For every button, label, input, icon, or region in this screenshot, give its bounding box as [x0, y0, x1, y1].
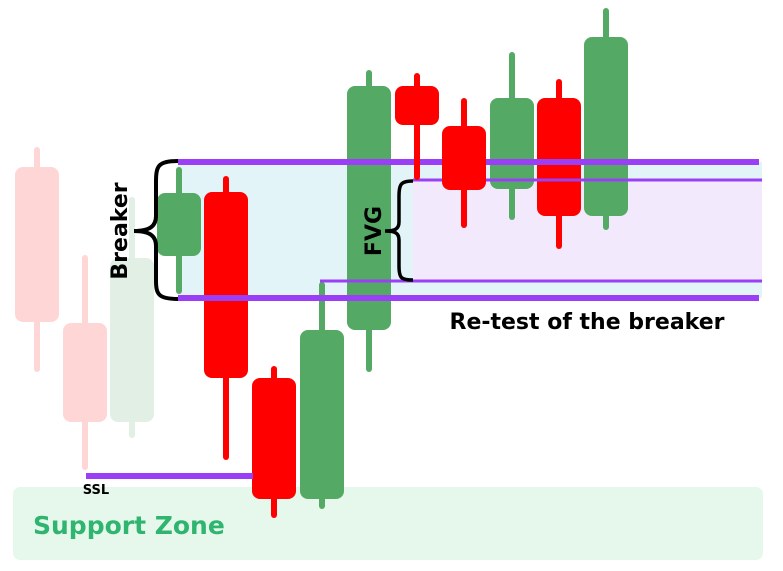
candles-overlay-layer — [395, 73, 486, 228]
candle — [442, 98, 486, 228]
candle-body — [537, 98, 581, 216]
candle-body — [63, 323, 107, 422]
candle-body — [490, 98, 534, 189]
retest-label: Re-test of the breaker — [450, 310, 725, 335]
candle-body — [204, 192, 248, 378]
fvg-brace-icon — [384, 179, 414, 282]
candle-body — [15, 167, 59, 322]
candle-body — [395, 86, 439, 125]
breaker-label: Breaker — [108, 182, 133, 279]
candle-body — [584, 37, 628, 216]
candle — [63, 255, 107, 470]
ssl-label: SSL — [83, 483, 109, 498]
breaker-brace-icon — [133, 159, 179, 301]
support-zone — [13, 487, 763, 560]
candle — [204, 176, 248, 460]
fvg-bottom-line — [320, 279, 762, 283]
candle — [157, 167, 201, 294]
candle — [110, 197, 154, 438]
candle — [395, 73, 439, 180]
fvg-top-line — [413, 178, 762, 182]
candle — [584, 8, 628, 230]
breaker-bottom-line — [178, 295, 759, 301]
candle-body — [300, 330, 344, 499]
candle — [252, 366, 296, 518]
candle-body — [252, 378, 296, 499]
candle — [300, 282, 344, 509]
candle — [15, 147, 59, 372]
candle-body — [347, 86, 391, 330]
candle — [490, 52, 534, 220]
ssl-line — [86, 473, 253, 479]
candle-body — [157, 193, 201, 256]
candle-body — [110, 258, 154, 422]
candle-body — [442, 126, 486, 190]
candles-layer — [15, 8, 628, 518]
support-zone-label: Support Zone — [33, 511, 225, 540]
fvg-label: FVG — [362, 206, 387, 256]
